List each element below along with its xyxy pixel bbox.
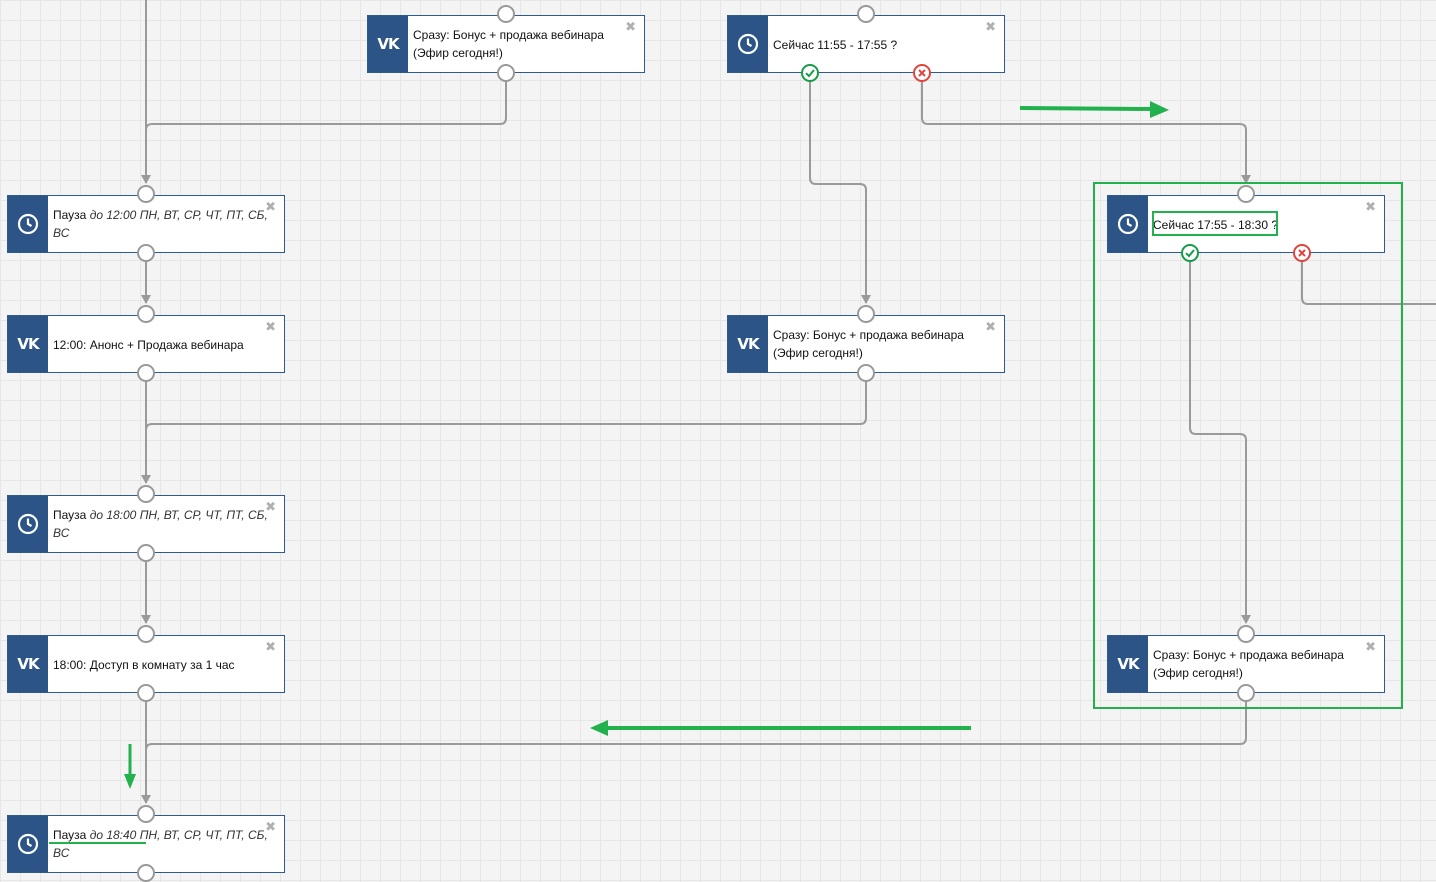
output-port[interactable] [137, 364, 155, 382]
close-icon[interactable]: ✖ [985, 20, 996, 35]
node-label-bold: Пауза [53, 208, 87, 222]
vk-logo-icon: VK [368, 16, 408, 72]
vk-logo-icon: VK [728, 316, 768, 372]
wire [145, 702, 1247, 803]
condition-node[interactable]: Сейчас 11:55 - 17:55 ? ✖ [727, 15, 1005, 73]
vk-logo-icon: VK [1108, 636, 1148, 692]
node-label: Сразу: Бонус + продажа вебинара [413, 28, 604, 42]
output-port[interactable] [137, 244, 155, 262]
node-label-bold: Пауза [53, 508, 87, 522]
node-label-line2: (Эфир сегодня!) [773, 346, 863, 360]
wire [145, 82, 507, 183]
yes-port[interactable] [1181, 244, 1199, 262]
check-icon [1185, 249, 1195, 258]
input-port[interactable] [137, 805, 155, 823]
close-icon[interactable]: ✖ [265, 320, 276, 335]
close-icon[interactable]: ✖ [1365, 640, 1376, 655]
node-label-bold: Пауза [53, 828, 87, 842]
clock-icon [8, 196, 48, 252]
close-icon[interactable]: ✖ [265, 640, 276, 655]
input-port[interactable] [137, 625, 155, 643]
wire [1301, 262, 1436, 305]
input-port[interactable] [1237, 185, 1255, 203]
output-port[interactable] [137, 864, 155, 882]
check-icon [805, 69, 815, 78]
clock-icon [8, 816, 48, 872]
input-port[interactable] [137, 185, 155, 203]
output-port[interactable] [857, 364, 875, 382]
input-port[interactable] [497, 5, 515, 23]
condition-node[interactable]: Сейчас 17:55 - 18:30 ? ✖ [1107, 195, 1385, 253]
close-icon[interactable]: ✖ [265, 200, 276, 215]
output-port[interactable] [1237, 684, 1255, 702]
clock-icon [8, 496, 48, 552]
close-icon[interactable]: ✖ [265, 820, 276, 835]
input-port[interactable] [1237, 625, 1255, 643]
node-label: Сразу: Бонус + продажа вебинара [773, 328, 964, 342]
node-label-line2: ВС [53, 846, 70, 860]
vk-logo-icon: VK [8, 636, 48, 692]
no-port[interactable] [1293, 244, 1311, 262]
output-port[interactable] [137, 544, 155, 562]
input-port[interactable] [857, 305, 875, 323]
input-port[interactable] [137, 485, 155, 503]
node-label-line2: ВС [53, 226, 70, 240]
clock-icon [1108, 196, 1148, 252]
yes-port[interactable] [801, 64, 819, 82]
input-port[interactable] [137, 305, 155, 323]
node-label: 12:00: Анонс + Продажа вебинара [53, 338, 244, 352]
output-port[interactable] [497, 64, 515, 82]
close-icon[interactable]: ✖ [265, 500, 276, 515]
pause-node[interactable]: Пауза до 18:00 ПН, ВТ, СР, ЧТ, ПТ, СБ, ВС… [7, 495, 285, 553]
wire [809, 82, 871, 304]
node-label-line2: (Эфир сегодня!) [413, 46, 503, 60]
cross-icon [918, 69, 926, 77]
node-label: Сейчас 17:55 - 18:30 ? [1153, 218, 1279, 232]
node-label: 18:00: Доступ в комнату за 1 час [53, 658, 235, 672]
cross-icon [1298, 249, 1306, 257]
node-label: Сразу: Бонус + продажа вебинара [1153, 648, 1344, 662]
close-icon[interactable]: ✖ [1365, 200, 1376, 215]
wire [1189, 262, 1251, 624]
vk-message-node[interactable]: VK 18:00: Доступ в комнату за 1 час ✖ [7, 635, 285, 693]
vk-logo-icon: VK [8, 316, 48, 372]
clock-icon [728, 16, 768, 72]
node-label-line2: (Эфир сегодня!) [1153, 666, 1243, 680]
vk-message-node[interactable]: VK Сразу: Бонус + продажа вебинара (Эфир … [727, 315, 1005, 373]
pause-node[interactable]: Пауза до 18:40 ПН, ВТ, СР, ЧТ, ПТ, СБ, ВС… [7, 815, 285, 873]
input-port[interactable] [857, 5, 875, 23]
output-port[interactable] [137, 684, 155, 702]
close-icon[interactable]: ✖ [625, 20, 636, 35]
node-label-line2: ВС [53, 526, 70, 540]
no-port[interactable] [913, 64, 931, 82]
node-label-schedule: до 12:00 ПН, ВТ, СР, ЧТ, ПТ, СБ, [89, 208, 268, 222]
node-label: Сейчас 11:55 - 17:55 ? [773, 38, 898, 52]
wire [145, 382, 867, 483]
node-label-schedule: до 18:40 ПН, ВТ, СР, ЧТ, ПТ, СБ, [89, 828, 268, 842]
node-label-schedule: до 18:00 ПН, ВТ, СР, ЧТ, ПТ, СБ, [89, 508, 268, 522]
vk-message-node[interactable]: VK Сразу: Бонус + продажа вебинара (Эфир … [367, 15, 645, 73]
wire [921, 82, 1251, 184]
close-icon[interactable]: ✖ [985, 320, 996, 335]
